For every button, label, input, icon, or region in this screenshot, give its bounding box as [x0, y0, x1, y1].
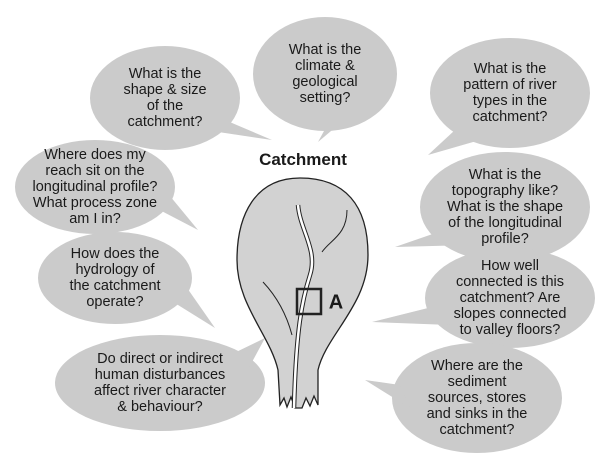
speech-bubble-sediment [365, 343, 562, 453]
speech-bubble-shape [90, 46, 272, 150]
speech-bubble-reach [15, 140, 198, 234]
reach-box [295, 287, 323, 316]
speech-bubble-human [55, 335, 265, 431]
question-topography: What is the topography like? What is the… [446, 167, 564, 247]
speech-bubble-hydrology [38, 232, 215, 328]
question-reach-position: Where does my reach sit on the longitudi… [32, 147, 158, 227]
question-river-pattern: What is the pattern of river types in th… [463, 61, 557, 125]
reach-label: A [328, 291, 344, 314]
question-shape-size: What is the shape & size of the catchmen… [123, 66, 207, 130]
diagram-title: Catchment [259, 150, 347, 169]
question-hydrology: How does the hydrology of the catchment … [69, 246, 161, 310]
tributary [262, 281, 293, 336]
question-climate: What is the climate & geological setting… [288, 42, 362, 106]
catchment-shape [236, 177, 369, 409]
question-human-disturbance: Do direct or indirect human disturbances… [94, 351, 226, 415]
question-connectivity: How well connected is this catchment? Ar… [453, 258, 567, 338]
speech-bubble-climate [253, 17, 397, 142]
question-sediment: Where are the sediment sources, stores a… [426, 358, 528, 438]
speech-bubble-topography [395, 152, 590, 262]
speech-bubble-pattern [428, 38, 590, 155]
speech-bubble-connectivity [372, 248, 595, 348]
tributary [321, 209, 348, 253]
